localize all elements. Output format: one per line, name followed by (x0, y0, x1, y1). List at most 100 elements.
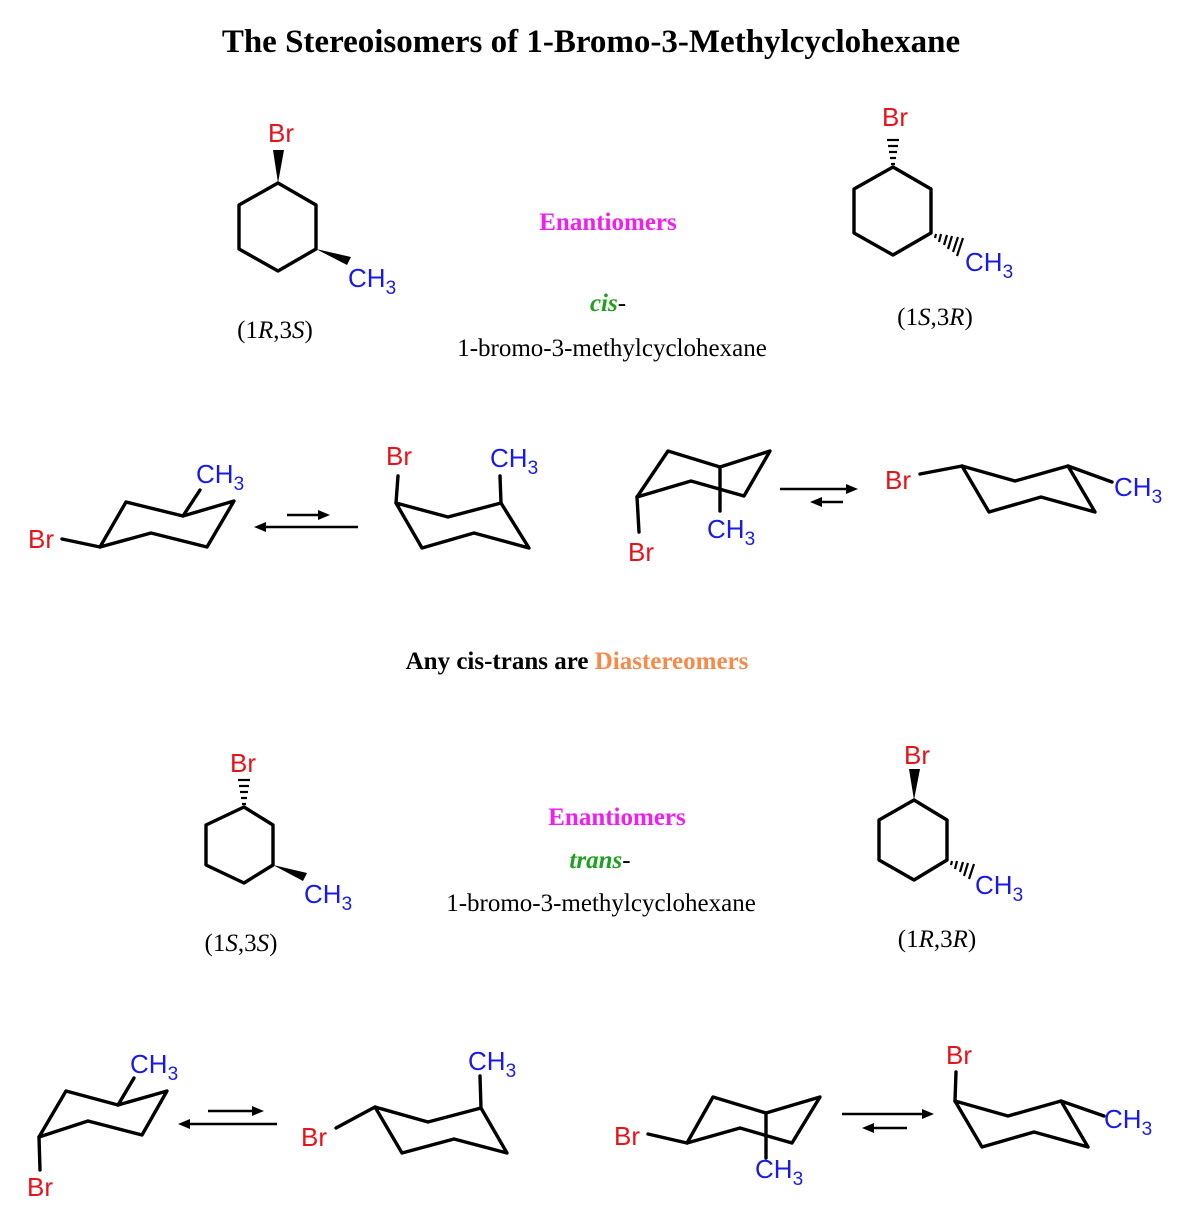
bromine-label: Br (27, 1172, 53, 1202)
cis-1R3S-structure: Br CH3 (237, 118, 396, 299)
label-descriptor-3: R (952, 926, 968, 953)
label-descriptor-1: R (257, 317, 273, 344)
chair-bonds (98, 499, 236, 549)
bromine-label: Br (230, 748, 256, 778)
methyl-label: CH3 (965, 247, 1013, 283)
chair-bonds (394, 501, 531, 550)
ring-bonds (877, 798, 949, 882)
bromine-symbol: Br (230, 748, 256, 778)
methyl-label: CH3 (755, 1154, 803, 1190)
cis-chair-c: Br CH3 (628, 449, 772, 567)
bond-ch3 (498, 474, 503, 505)
label-mid: ,3 (273, 317, 292, 344)
methyl-subscript: 3 (1013, 885, 1024, 906)
label-mid: ,3 (930, 304, 949, 331)
bond-ch3 (116, 1076, 136, 1107)
methyl-carbon-hydrogen: CH (707, 514, 745, 544)
methyl-subscript: 3 (168, 1064, 179, 1085)
trans-compound-name: 1-bromo-3-methylcyclohexane (446, 890, 756, 917)
bromine-label: Br (614, 1121, 640, 1151)
methyl-label: CH3 (707, 514, 755, 550)
trans-chair-d: Br CH3 (946, 1040, 1153, 1149)
methyl-subscript: 3 (386, 278, 397, 299)
methyl-subscript: 3 (793, 1169, 804, 1190)
bond-ch3 (478, 1074, 483, 1110)
bromine-label: Br (28, 524, 54, 554)
label-open: (1 (898, 926, 919, 953)
bond-br (37, 1135, 42, 1172)
methyl-carbon-hydrogen: CH (348, 263, 386, 293)
hash-bond-br (238, 778, 250, 806)
hash-bond-ch3 (949, 860, 976, 880)
methyl-carbon-hydrogen: CH (304, 879, 342, 909)
chair-bonds (373, 1105, 509, 1155)
methyl-carbon-hydrogen: CH (965, 247, 1003, 277)
label-close: ) (305, 317, 313, 344)
trans-prefix: trans (569, 847, 622, 874)
methyl-label: CH3 (468, 1046, 516, 1082)
trans-prefix-line: trans- (569, 847, 630, 874)
methyl-subscript: 3 (234, 474, 245, 495)
methyl-label: CH3 (348, 263, 396, 299)
bond-br (60, 537, 102, 549)
methyl-label: CH3 (304, 879, 352, 915)
cis-1S3R-structure: Br CH3 (852, 102, 1013, 283)
trans-chair-c: Br CH3 (614, 1095, 822, 1190)
page-title: The Stereoisomers of 1-Bromo-3-Methylcyc… (222, 24, 960, 60)
label-descriptor-3: S (292, 317, 305, 344)
equilibrium-arrows-3 (178, 1106, 277, 1129)
cis-prefix: cis (590, 290, 618, 317)
methyl-carbon-hydrogen: CH (975, 870, 1013, 900)
methyl-subscript: 3 (528, 458, 539, 479)
label-close: ) (965, 304, 973, 331)
label-descriptor-1: S (918, 304, 931, 331)
bromine-symbol: Br (885, 465, 911, 495)
bromine-symbol: Br (28, 524, 54, 554)
bond-ch3 (1066, 464, 1114, 484)
statement-lead: Any cis-trans are (406, 648, 595, 675)
hash-bond-ch3 (933, 233, 965, 257)
chair-bonds (953, 1099, 1090, 1149)
bromine-symbol: Br (301, 1122, 327, 1152)
methyl-carbon-hydrogen: CH (1114, 472, 1152, 502)
methyl-carbon-hydrogen: CH (755, 1154, 793, 1184)
label-open: (1 (237, 317, 258, 344)
label-open: (1 (205, 930, 226, 957)
trans-1R3R-structure: Br CH3 (877, 740, 1024, 906)
label-open: (1 (897, 304, 918, 331)
bromine-label: Br (882, 102, 908, 132)
bromine-symbol: Br (386, 441, 412, 471)
methyl-carbon-hydrogen: CH (490, 443, 528, 473)
ring-bonds (852, 165, 933, 257)
bromine-symbol: Br (946, 1040, 972, 1070)
wedge-bond-ch3 (273, 865, 307, 881)
chair-bonds (37, 1089, 169, 1139)
bromine-label: Br (904, 740, 930, 770)
cis-compound-name: 1-bromo-3-methylcyclohexane (457, 335, 767, 362)
bromine-label: Br (946, 1040, 972, 1070)
cis-chair-b: Br CH3 (386, 441, 539, 550)
ring-bonds (204, 805, 275, 885)
trans-right-stereo-label: (1R,3R) (898, 926, 976, 953)
bond-br (918, 464, 964, 476)
trans-chair-a: Br CH3 (27, 1049, 178, 1202)
ring-bonds (237, 181, 318, 273)
methyl-subscript: 3 (1152, 487, 1163, 508)
equilibrium-arrows-2 (780, 484, 858, 507)
cis-right-stereo-label: (1S,3R) (897, 304, 973, 331)
wedge-bond-br (273, 150, 284, 183)
cis-prefix-dash: - (618, 290, 626, 317)
trans-chair-b: Br CH3 (301, 1046, 516, 1155)
methyl-subscript: 3 (1142, 1119, 1153, 1140)
bromine-label: Br (268, 118, 294, 148)
methyl-label: CH3 (196, 459, 244, 495)
bromine-label: Br (628, 537, 654, 567)
bromine-symbol: Br (614, 1121, 640, 1151)
label-descriptor-1: R (918, 926, 934, 953)
bromine-symbol: Br (628, 537, 654, 567)
bromine-symbol: Br (904, 740, 930, 770)
cis-enantiomers-label: Enantiomers (539, 209, 677, 236)
trans-prefix-dash: - (622, 847, 630, 874)
bromine-label: Br (301, 1122, 327, 1152)
equilibrium-arrows-1 (254, 510, 358, 532)
